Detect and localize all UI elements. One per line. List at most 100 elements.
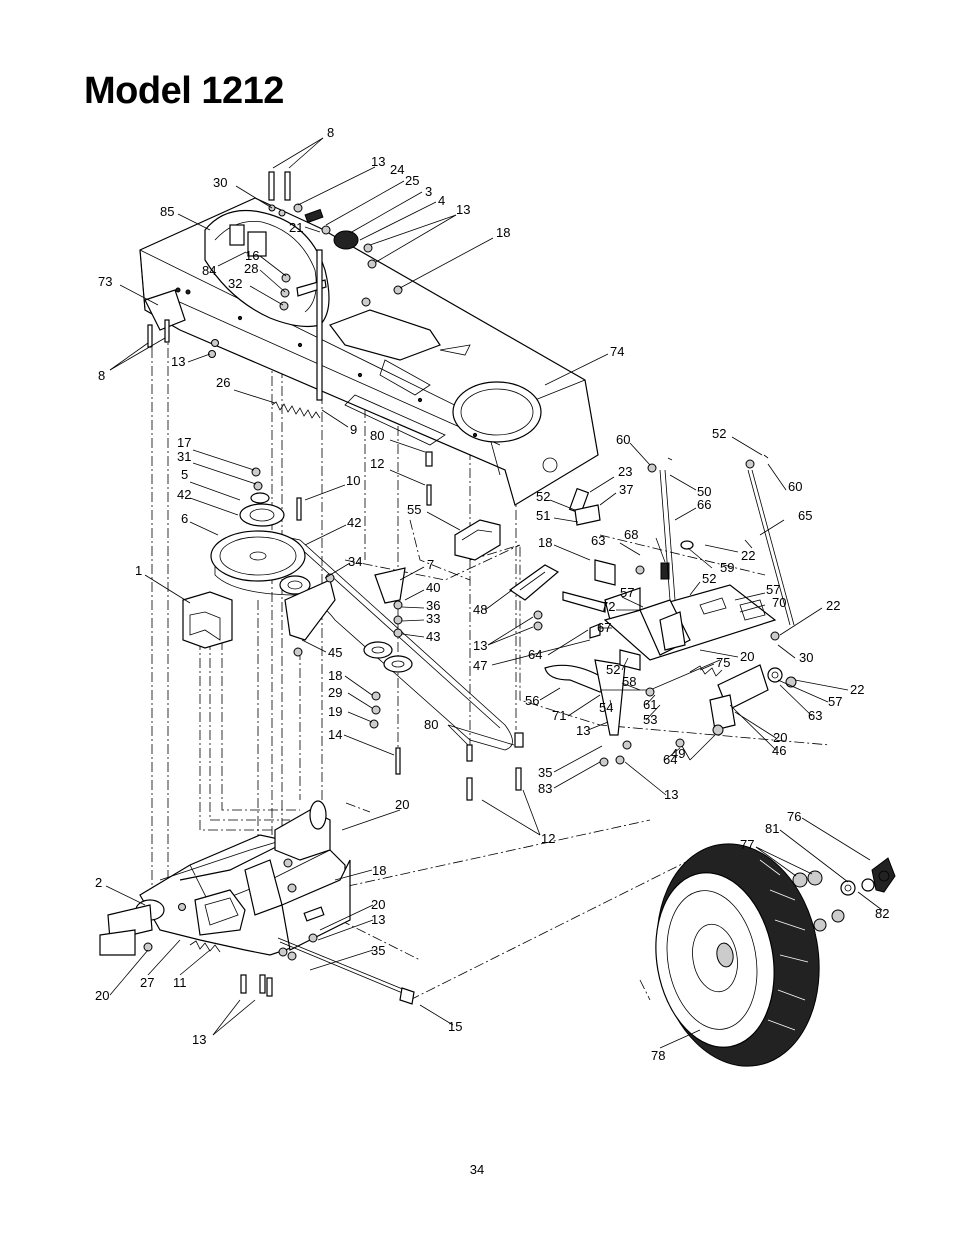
callout-48: 48: [473, 602, 487, 617]
callout-9: 9: [350, 422, 357, 437]
callout-33: 33: [426, 611, 440, 626]
callout-61: 61: [643, 697, 657, 712]
callout-37: 37: [619, 482, 633, 497]
callout-22: 22: [826, 598, 840, 613]
callout-22: 22: [741, 548, 755, 563]
callout-8: 8: [98, 368, 105, 383]
callout-labels: 8 13 24 30 25 3 4 85 13 21 18 16 84 28 7…: [95, 125, 889, 1063]
callout-64: 64: [528, 647, 542, 662]
callout-67: 67: [597, 620, 611, 635]
callout-13: 13: [371, 154, 385, 169]
page-number: 34: [469, 1162, 485, 1177]
callout-52: 52: [606, 662, 620, 677]
callout-51: 51: [536, 508, 550, 523]
callout-21: 21: [289, 220, 303, 235]
callout-53: 53: [643, 712, 657, 727]
callout-68: 68: [624, 527, 638, 542]
callout-72: 72: [601, 599, 615, 614]
callout-80: 80: [370, 428, 384, 443]
callout-20: 20: [95, 988, 109, 1003]
callout-10: 10: [346, 473, 360, 488]
callout-71: 71: [552, 708, 566, 723]
callout-77: 77: [740, 837, 754, 852]
callout-52: 52: [702, 571, 716, 586]
callout-27: 27: [140, 975, 154, 990]
callout-57: 57: [766, 582, 780, 597]
callout-18: 18: [538, 535, 552, 550]
callout-35: 35: [371, 943, 385, 958]
callout-35: 35: [538, 765, 552, 780]
callout-19: 19: [328, 704, 342, 719]
callout-40: 40: [426, 580, 440, 595]
callout-7: 7: [427, 557, 434, 572]
callout-18: 18: [496, 225, 510, 240]
bracket-1: [182, 591, 233, 649]
callout-83: 83: [538, 781, 552, 796]
callout-22: 22: [850, 682, 864, 697]
callout-63: 63: [591, 533, 605, 548]
callout-6: 6: [181, 511, 188, 526]
callout-29: 29: [328, 685, 342, 700]
spring-26: [271, 401, 321, 419]
callout-66: 66: [697, 497, 711, 512]
callout-16: 16: [245, 248, 259, 263]
callout-82: 82: [875, 906, 889, 921]
frame-assembly: [139, 197, 599, 506]
transaxle-assembly: [99, 800, 415, 1005]
callout-13: 13: [576, 723, 590, 738]
callout-76: 76: [787, 809, 801, 824]
callout-78: 78: [651, 1048, 665, 1063]
callout-23: 23: [618, 464, 632, 479]
callout-4: 4: [438, 193, 445, 208]
callout-43: 43: [426, 629, 440, 644]
callout-64: 64: [663, 752, 677, 767]
callout-3: 3: [425, 184, 432, 199]
frame-top-parts: [147, 171, 403, 401]
pulley-and-belt-assembly: [210, 451, 513, 775]
callout-65: 65: [798, 508, 812, 523]
callout-28: 28: [244, 261, 258, 276]
callout-58: 58: [622, 674, 636, 689]
callout-2: 2: [95, 875, 102, 890]
callout-20: 20: [740, 649, 754, 664]
callout-5: 5: [181, 467, 188, 482]
callout-59: 59: [720, 560, 734, 575]
callout-70: 70: [772, 595, 786, 610]
callout-20: 20: [371, 897, 385, 912]
callout-60: 60: [616, 432, 630, 447]
callout-47: 47: [473, 658, 487, 673]
control-linkage-assembly: [508, 454, 797, 767]
callout-17: 17: [177, 435, 191, 450]
rear-wheel-assembly: [655, 843, 896, 1067]
callout-13: 13: [371, 912, 385, 927]
callout-52: 52: [712, 426, 726, 441]
callout-54: 54: [599, 700, 613, 715]
callout-14: 14: [328, 727, 342, 742]
callout-30: 30: [799, 650, 813, 665]
leader-lines: [105, 137, 883, 1049]
callout-52: 52: [536, 489, 550, 504]
callout-56: 56: [525, 693, 539, 708]
callout-80: 80: [424, 717, 438, 732]
callout-12: 12: [541, 831, 555, 846]
callout-50: 50: [697, 484, 711, 499]
callout-85: 85: [160, 204, 174, 219]
callout-75: 75: [716, 655, 730, 670]
callout-18: 18: [328, 668, 342, 683]
callout-11: 11: [173, 975, 187, 990]
callout-13: 13: [192, 1032, 206, 1047]
callout-13: 13: [456, 202, 470, 217]
callout-20: 20: [395, 797, 409, 812]
callout-57: 57: [620, 585, 634, 600]
callout-31: 31: [177, 449, 191, 464]
callout-74: 74: [610, 344, 624, 359]
callout-36: 36: [426, 598, 440, 613]
callout-81: 81: [765, 821, 779, 836]
callout-45: 45: [328, 645, 342, 660]
callout-15: 15: [448, 1019, 462, 1034]
callout-42: 42: [177, 487, 191, 502]
callout-84: 84: [202, 263, 216, 278]
callout-20: 20: [773, 730, 787, 745]
callout-1: 1: [135, 563, 142, 578]
